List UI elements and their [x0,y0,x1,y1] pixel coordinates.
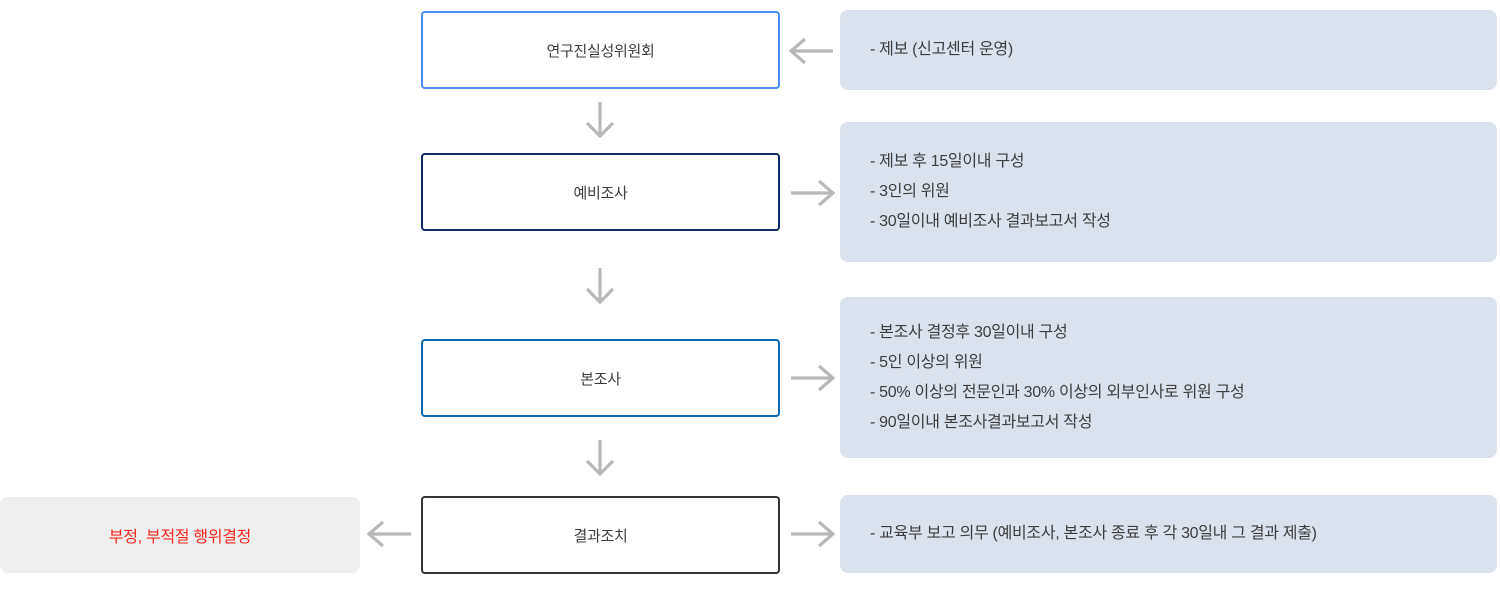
note-panel-main: - 본조사 결정후 30일이내 구성 - 5인 이상의 위원 - 50% 이상의… [840,297,1497,458]
arrow-left-icon [789,36,835,66]
flow-node-research-integrity-committee: 연구진실성위원회 [421,11,780,89]
note-panel-report: - 제보 (신고센터 운영) [840,10,1497,90]
flow-node-label: 본조사 [580,370,621,388]
note-line: - 본조사 결정후 30일이내 구성 [870,323,1068,341]
arrow-down-icon [583,102,617,140]
flow-node-result-action: 결과조치 [421,496,780,574]
arrow-down-icon [583,440,617,478]
arrow-right-icon [789,363,835,393]
flow-node-label: 예비조사 [573,184,628,202]
note-line: - 50% 이상의 전문인과 30% 이상의 외부인사로 위원 구성 [870,383,1245,401]
misconduct-decision-panel: 부정, 부적절 행위결정 [0,497,360,573]
flow-node-preliminary-investigation: 예비조사 [421,153,780,231]
note-line: - 교육부 보고 의무 (예비조사, 본조사 종료 후 각 30일내 그 결과 … [870,525,1317,542]
note-line: - 3인의 위원 [870,183,950,200]
arrow-left-icon [367,519,413,549]
note-line: - 제보 후 15일이내 구성 [870,153,1025,170]
flow-node-main-investigation: 본조사 [421,339,780,417]
arrow-right-icon [789,178,835,208]
misconduct-decision-label: 부정, 부적절 행위결정 [108,529,252,546]
arrow-down-icon [583,268,617,306]
flow-node-label: 결과조치 [573,527,628,545]
note-line: - 90일이내 본조사결과보고서 작성 [870,413,1093,431]
flow-node-label: 연구진실성위원회 [546,42,655,60]
note-line: - 30일이내 예비조사 결과보고서 작성 [870,213,1111,230]
note-line: - 5인 이상의 위원 [870,353,983,371]
note-panel-preliminary: - 제보 후 15일이내 구성 - 3인의 위원 - 30일이내 예비조사 결과… [840,122,1497,262]
note-line: - 제보 (신고센터 운영) [870,41,1013,58]
note-panel-result: - 교육부 보고 의무 (예비조사, 본조사 종료 후 각 30일내 그 결과 … [840,495,1497,573]
arrow-right-icon [789,519,835,549]
